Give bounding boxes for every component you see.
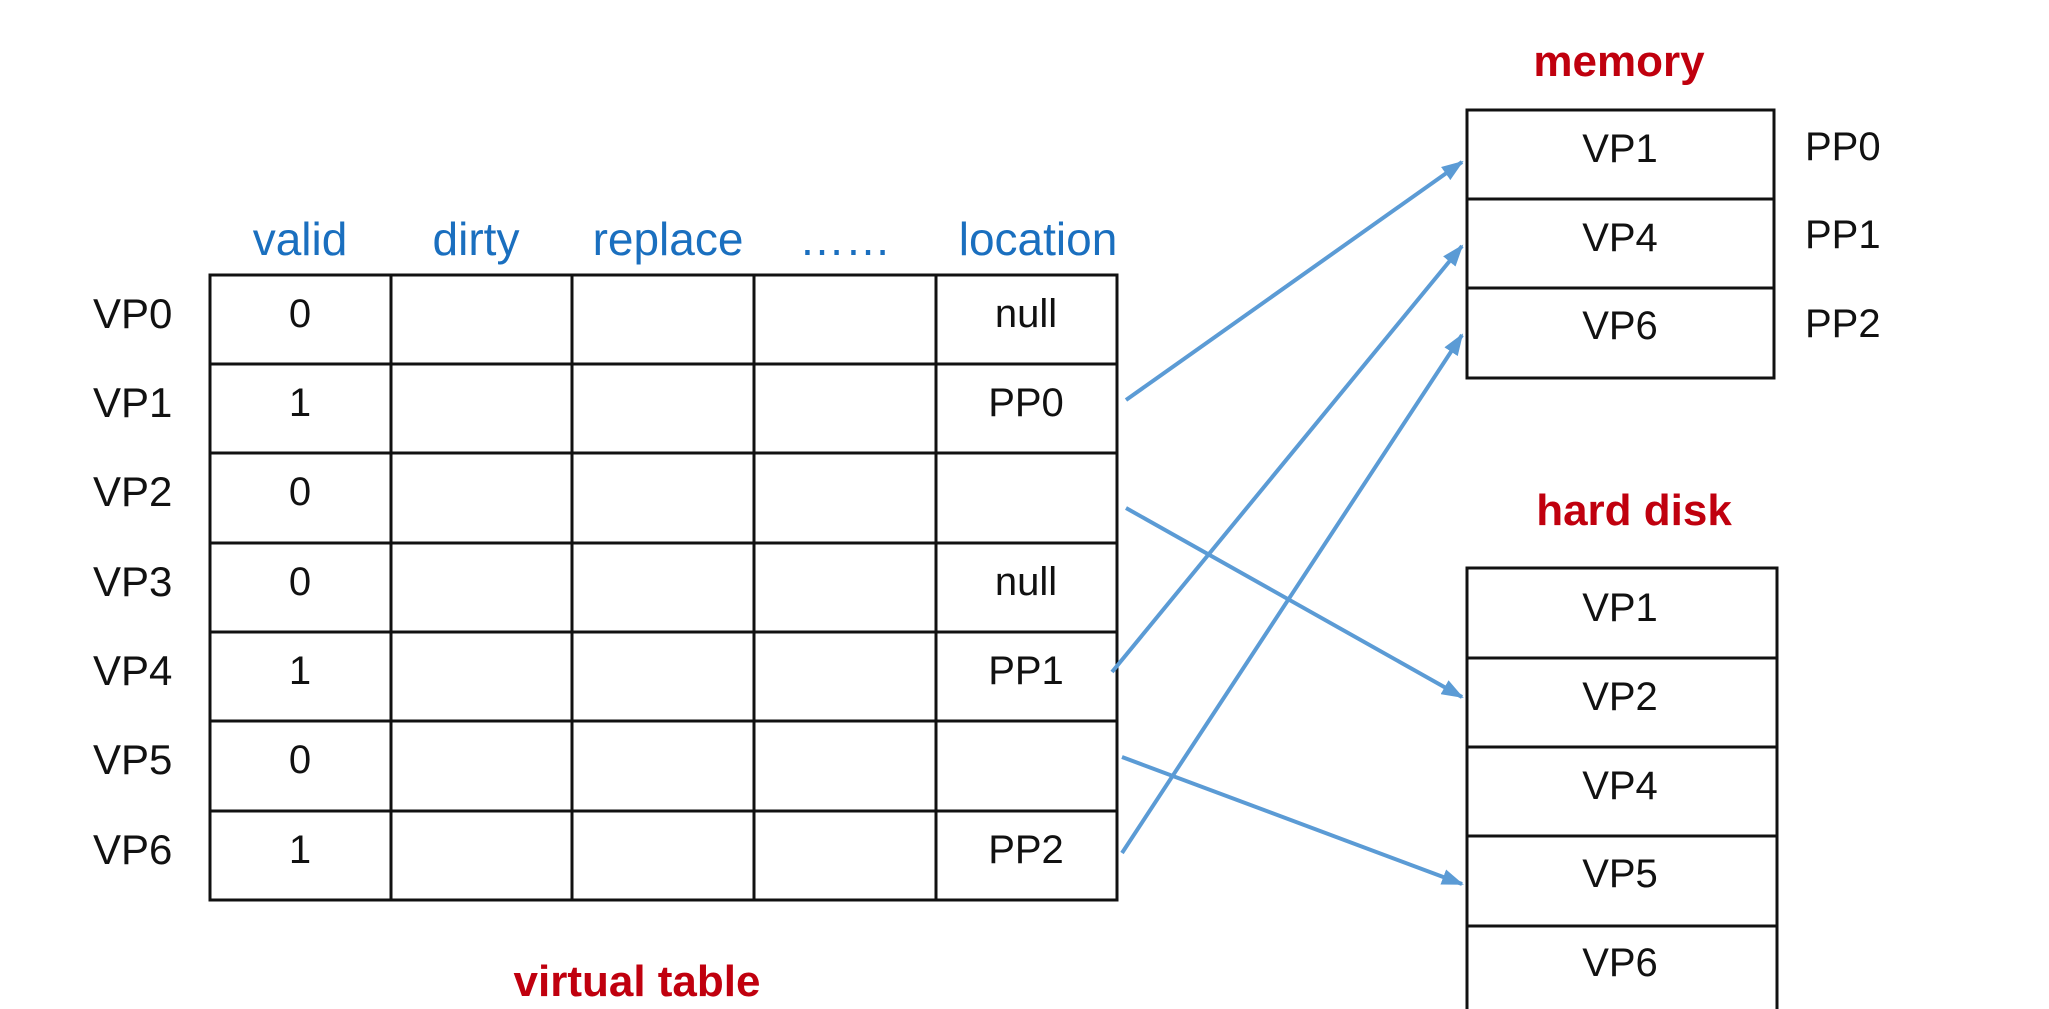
valid-cell: 0	[288, 738, 312, 782]
hard-disk-border	[1465, 566, 1779, 1009]
memory-cell: VP4	[1582, 216, 1658, 260]
frame-label-pp1: PP1	[1805, 213, 1881, 257]
location-cell: null	[994, 292, 1058, 336]
disk-cell: VP2	[1582, 675, 1658, 719]
arrow-vp6-to-pp2	[1120, 333, 1464, 855]
arrow-vp5-to-disk	[1121, 755, 1464, 886]
valid-cell: 1	[288, 381, 312, 425]
memory-border	[1465, 108, 1776, 380]
valid-cell: 1	[288, 649, 312, 693]
valid-cell: 1	[288, 828, 312, 872]
hard-disk-box	[1465, 566, 1779, 1009]
memory-cell: VP1	[1582, 127, 1658, 171]
memory-box	[1465, 108, 1776, 380]
location-cell: null	[994, 560, 1058, 604]
disk-cell: VP4	[1582, 764, 1658, 808]
row-label-vp5: VP5	[93, 736, 173, 783]
frame-label-pp2: PP2	[1805, 302, 1881, 346]
disk-cell: VP5	[1582, 852, 1658, 896]
column-header-replace: replace	[592, 213, 744, 265]
row-label-vp3: VP3	[93, 558, 173, 605]
memory-title: memory	[1533, 37, 1705, 86]
column-header-valid: valid	[252, 213, 348, 265]
column-header-ellipsis: ……	[799, 213, 891, 265]
valid-cell: 0	[288, 470, 312, 514]
location-cell: PP1	[988, 649, 1064, 693]
frame-label-pp0: PP0	[1805, 125, 1881, 169]
virtual-table-grid	[208, 273, 1119, 902]
table-border	[208, 273, 1119, 902]
arrow-vp1-to-pp0	[1124, 160, 1464, 402]
hard-disk-title: hard disk	[1536, 486, 1732, 535]
memory-cell: VP6	[1582, 304, 1658, 348]
row-label-vp2: VP2	[93, 468, 173, 515]
row-label-vp1: VP1	[93, 379, 173, 426]
location-cell: PP0	[988, 381, 1064, 425]
valid-cell: 0	[288, 560, 312, 604]
location-cell: PP2	[988, 828, 1064, 872]
column-header-dirty: dirty	[432, 213, 520, 265]
column-header-location: location	[958, 213, 1118, 265]
mapping-arrows	[1110, 160, 1464, 886]
disk-cell: VP1	[1582, 586, 1658, 630]
arrow-vp2-to-disk	[1125, 506, 1464, 699]
row-label-vp0: VP0	[93, 290, 173, 337]
row-label-vp4: VP4	[93, 647, 173, 694]
valid-cell: 0	[288, 292, 312, 336]
virtual-table-title: virtual table	[513, 957, 761, 1006]
disk-cell: VP6	[1582, 941, 1658, 985]
row-label-vp6: VP6	[93, 826, 173, 873]
arrow-vp4-to-pp1	[1110, 244, 1464, 674]
